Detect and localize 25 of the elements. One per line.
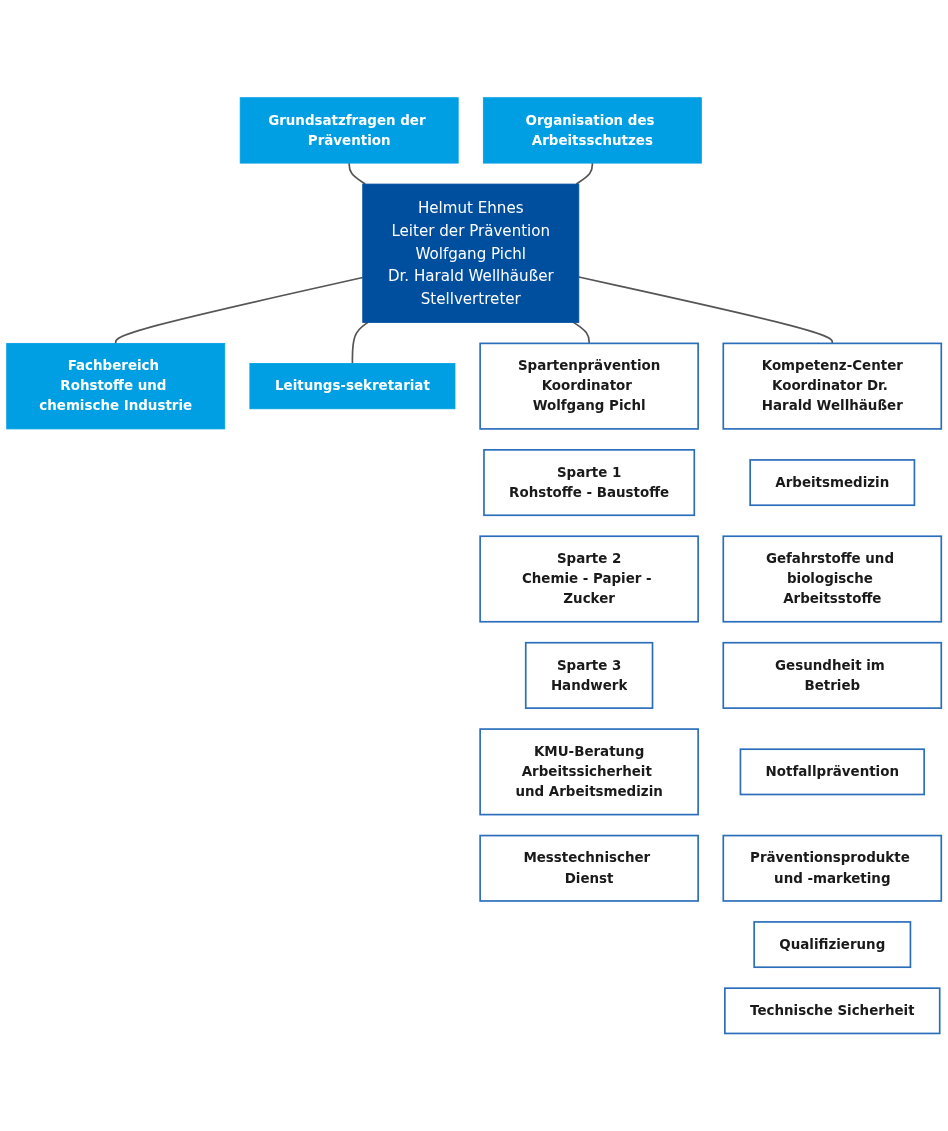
connector: [575, 162, 594, 185]
node-box: Kompetenz-Center Koordinator Dr. Harald Wellhäußer: [722, 342, 943, 430]
connector: [114, 276, 364, 345]
node-box: Sparte 2 Chemie - Papier - Zucker: [479, 535, 699, 623]
connector: [577, 276, 834, 345]
node-box: Notfallprävention: [739, 748, 925, 796]
connector: [348, 162, 367, 185]
node-box: Leitungs-sekretariat: [249, 363, 456, 410]
node-box: Messtechnischer Dienst: [479, 834, 699, 902]
node-box: Helmut Ehnes Leiter der Prävention Wolfgang Pichl Dr. Harald Wellhäußer Stellvertreter: [362, 183, 580, 323]
node-box: Gefahrstoffe und biologische Arbeitsstoffe: [722, 535, 943, 623]
node-box: Arbeitsmedizin: [749, 459, 916, 506]
node-box: KMU-Beratung Arbeitssicherheit und Arbeitsmedizin: [479, 728, 699, 816]
node-box: Organisation des Arbeitsschutzes: [482, 97, 702, 164]
node-box: Fachbereich Rohstoffe und chemische Industrie: [6, 342, 226, 430]
node-box: Spartenprävention Koordinator Wolfgang Pichl: [479, 342, 699, 430]
node-box: Sparte 3 Handwerk: [524, 641, 654, 709]
connector: [572, 321, 590, 345]
node-box: Sparte 1 Rohstoffe - Baustoffe: [483, 448, 696, 517]
connector: [351, 321, 369, 365]
node-box: Grundsatzfragen der Prävention: [239, 97, 459, 164]
node-box: Qualifizierung: [753, 921, 912, 968]
node-box: Technische Sicherheit: [724, 987, 941, 1035]
node-box: Präventionsprodukte und -marketing: [722, 834, 943, 902]
node-box: Gesundheit im Betrieb: [722, 641, 943, 709]
